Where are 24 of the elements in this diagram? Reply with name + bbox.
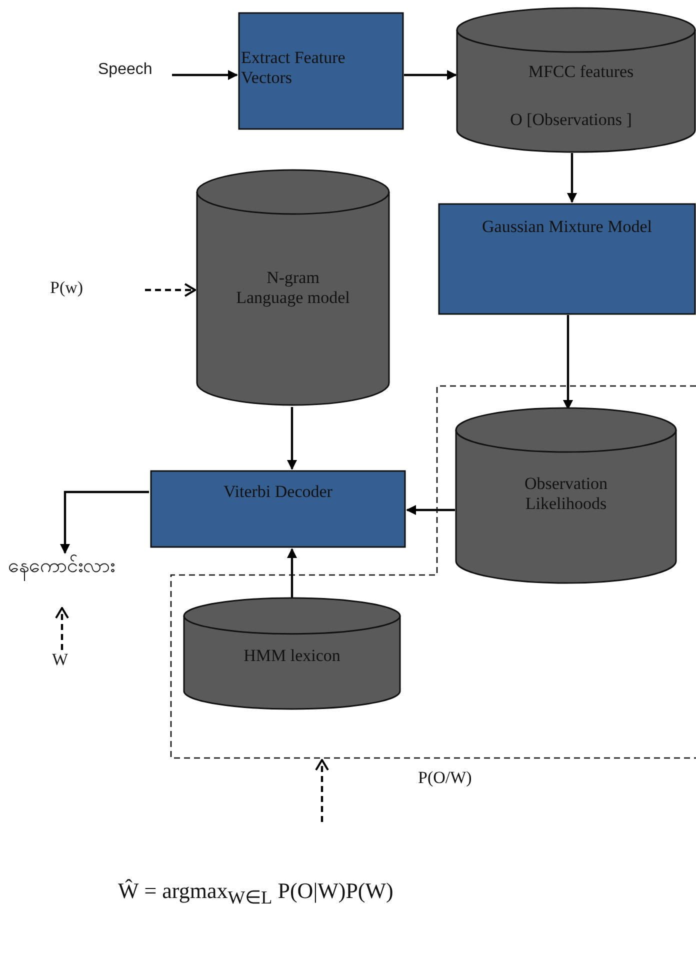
formula: Ŵ = argmax$_{W∈L}$ P(O|W)P(W) (118, 878, 394, 910)
node-label: W (52, 650, 70, 670)
region-label: P(O/W) (418, 768, 472, 788)
cylinder-label: HMM lexicon (242, 646, 342, 666)
arrow (563, 315, 573, 410)
arrow (315, 759, 329, 822)
arrow (145, 283, 196, 297)
arrow (567, 153, 577, 203)
arrow (287, 548, 297, 600)
cylinder-label: Observation Likelihoods (523, 474, 609, 515)
cylinder-label: O [Observations ] (509, 110, 633, 130)
cylinder-label: N-gram Language model (236, 268, 350, 309)
box-label: Viterbi Decoder (222, 482, 334, 502)
cylinder-label: MFCC features (527, 62, 635, 82)
arrow (406, 505, 455, 515)
arrow (404, 70, 457, 80)
arrow (287, 407, 297, 470)
node-label: P(w) (50, 278, 84, 298)
node-label: Speech (98, 60, 154, 80)
arrow (60, 490, 149, 554)
arrow (172, 70, 238, 80)
box-label: Extract Feature Vectors (241, 48, 346, 89)
arrow (55, 607, 69, 650)
box-label: Gaussian Mixture Model (482, 217, 652, 238)
